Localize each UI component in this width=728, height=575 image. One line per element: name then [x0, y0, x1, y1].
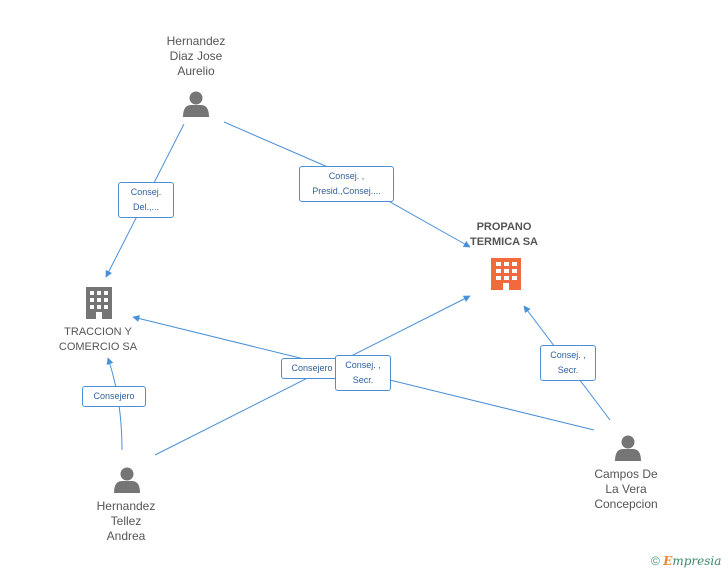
person-label-campos[interactable]: Campos De La Vera Concepcion [594, 467, 658, 511]
edge-label-tellez-traccion[interactable]: Consejero [82, 386, 146, 407]
company-label-propano[interactable]: PROPANO TERMICA SA [469, 221, 539, 248]
person-icon[interactable] [114, 467, 140, 494]
edge-label-campos-propano[interactable]: Consej. , Secr. [540, 345, 596, 381]
edge-label-tellez-propano[interactable]: Consej. , Secr. [335, 355, 391, 391]
copyright-icon: © [651, 554, 660, 568]
person-icon[interactable] [183, 91, 209, 118]
person-label-hernandez-tellez[interactable]: Hernandez Tellez Andrea [96, 499, 156, 543]
edge-label-campos-traccion[interactable]: Consejero [281, 358, 343, 379]
company-label-traccion[interactable]: TRACCION Y COMERCIO SA [58, 326, 138, 353]
edge-label-diaz-traccion[interactable]: Consej. Del.,... [118, 182, 174, 218]
person-icon[interactable] [615, 435, 641, 462]
brand-logo: Empresia [663, 554, 722, 568]
person-label-hernandez-diaz[interactable]: Hernandez Diaz Jose Aurelio [166, 34, 226, 78]
building-icon[interactable] [86, 287, 112, 319]
edge-label-diaz-propano[interactable]: Consej. , Presid.,Consej.... [299, 166, 394, 202]
footer-brand: © Empresia [651, 554, 721, 568]
main-building-icon[interactable] [491, 258, 521, 290]
